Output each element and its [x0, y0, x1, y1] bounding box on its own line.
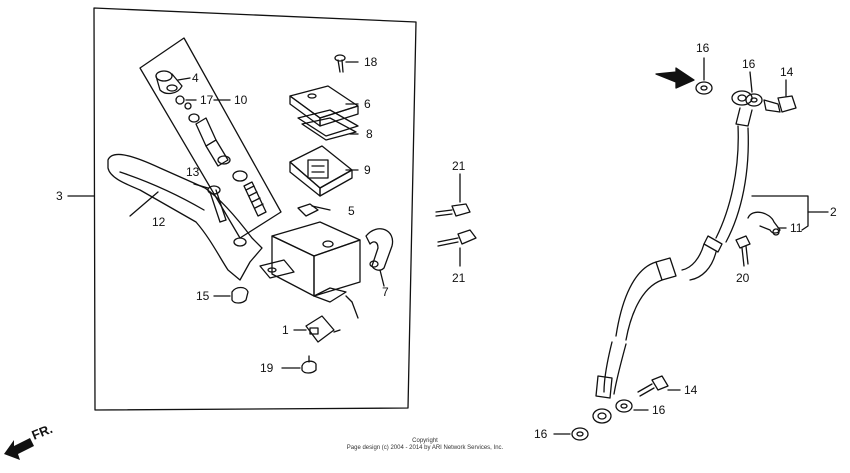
banjo-bolt-lower	[437, 229, 477, 267]
master-cylinder-body	[259, 221, 361, 319]
callout-14-top: 14	[780, 65, 794, 79]
callout-16-top-left: 16	[696, 41, 710, 55]
callout-16-bottom-left: 16	[534, 427, 548, 441]
callout-21-lower: 21	[452, 271, 466, 285]
brake-hose	[592, 90, 753, 424]
front-direction-marker: FR.	[4, 421, 55, 460]
copyright-line-1: Copyright	[412, 438, 438, 444]
callout-11: 11	[790, 221, 803, 235]
callout-5: 5	[348, 204, 355, 218]
diaphragm-plate	[297, 109, 359, 141]
piston-kit	[188, 113, 267, 217]
callout-14-bottom: 14	[684, 383, 698, 397]
callout-19: 19	[260, 361, 274, 375]
callout-21-upper: 21	[452, 159, 466, 173]
callout-10: 10	[234, 93, 248, 107]
callout-16-top-right: 16	[742, 57, 756, 71]
reservoir-cap	[289, 85, 359, 127]
banjo-bolt-14-top	[763, 79, 797, 113]
washer-16-bottom-left	[571, 427, 589, 441]
svg-text:FR.: FR.	[30, 421, 55, 443]
callout-2: 2	[830, 205, 837, 219]
assembly-frame	[93, 7, 417, 411]
piston-kit-frame	[139, 37, 282, 239]
banjo-bolt-upper	[435, 173, 471, 217]
callout-8: 8	[366, 127, 373, 141]
callout-7: 7	[382, 285, 389, 299]
callout-16-bottom-right: 16	[652, 403, 666, 417]
leader-2	[751, 195, 809, 231]
washer-16-bottom-right	[615, 399, 633, 413]
callout-3: 3	[56, 189, 63, 203]
boot-cap	[155, 70, 183, 95]
washer-16-top-right	[745, 93, 763, 107]
plug	[213, 286, 249, 304]
switch-screw	[281, 355, 317, 374]
callout-4: 4	[192, 71, 199, 85]
diaphragm	[289, 145, 359, 197]
washer-16-top-left	[695, 81, 713, 95]
callout-18: 18	[364, 55, 378, 69]
pivot-bolt	[193, 183, 227, 223]
callout-13: 13	[186, 165, 200, 179]
hose-direction-arrow	[655, 67, 695, 89]
callout-20: 20	[736, 271, 750, 285]
callout-1: 1	[282, 323, 289, 337]
callout-6: 6	[364, 97, 371, 111]
circlip	[175, 95, 185, 105]
brake-switch	[293, 315, 341, 343]
callout-labels: 3 4 17 10 13 12 18 6 8 9 5 7 15 1 19 21 …	[56, 41, 837, 441]
reservoir-screw	[334, 54, 359, 73]
front-arrow-icon	[4, 438, 34, 460]
callout-15: 15	[196, 289, 210, 303]
banjo-bolt-14-bottom	[637, 375, 681, 397]
callout-12: 12	[152, 215, 166, 229]
handlebar-clamp	[365, 228, 394, 287]
callout-17: 17	[200, 93, 214, 107]
copyright-notice: Copyright Page design (c) 2004 - 2014 by…	[0, 438, 850, 452]
hose-clamp	[747, 211, 781, 236]
copyright-line-2: Page design (c) 2004 - 2014 by ARI Netwo…	[346, 445, 504, 451]
clamp-bolt	[735, 235, 751, 267]
callout-9: 9	[364, 163, 371, 177]
brake-lever	[107, 153, 263, 281]
screw-5	[297, 203, 331, 217]
